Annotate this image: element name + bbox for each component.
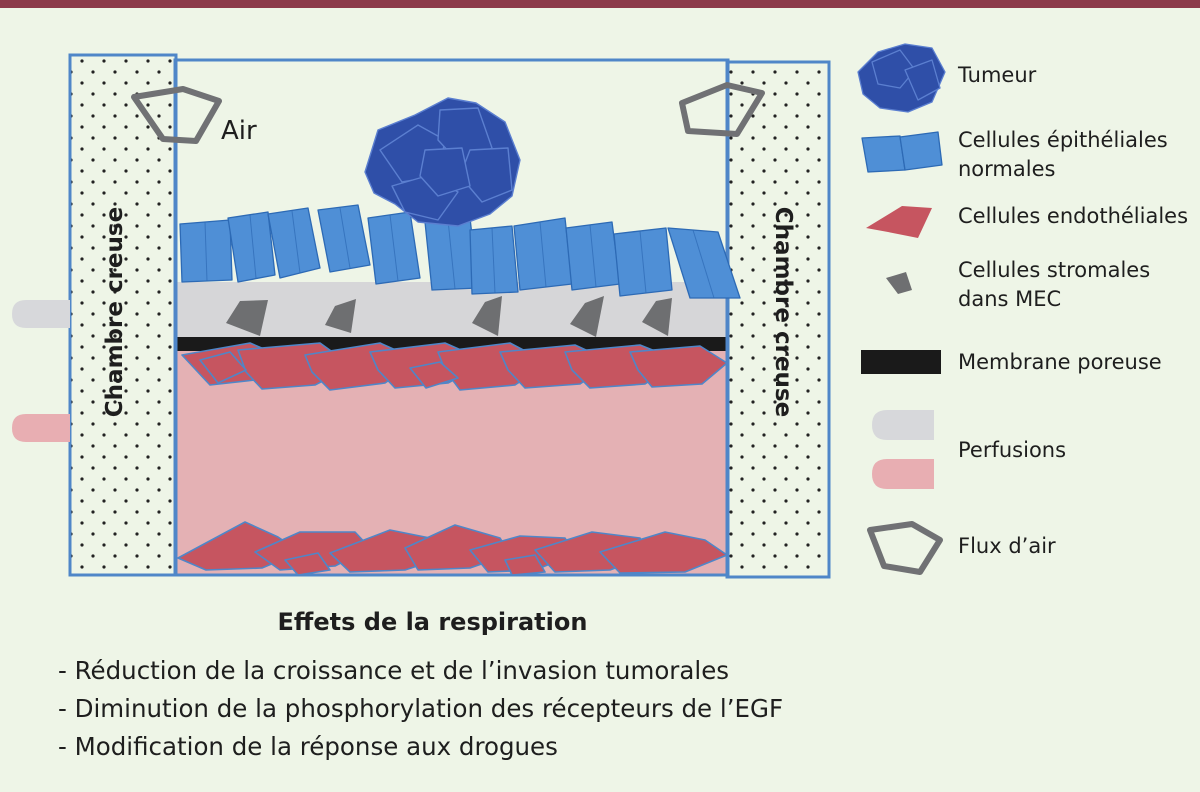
effect-item: - Modification de la réponse aux drogues xyxy=(58,732,558,761)
effects-list: - Réduction de la croissance et de l’inv… xyxy=(58,652,783,766)
left-chamber-label: Chambre creuse xyxy=(102,207,128,417)
legend-endothelial-label: Cellules endothéliales xyxy=(958,204,1189,228)
stromal-cells xyxy=(226,296,672,337)
endothelial-cells-top xyxy=(181,342,728,391)
legend-endothelial-icon xyxy=(866,206,932,238)
perfusion-tube-gray xyxy=(12,300,70,328)
legend-tumor-label: Tumeur xyxy=(958,63,1037,87)
legend-perfusion-gray-icon xyxy=(872,410,934,440)
legend-membrane-icon xyxy=(861,350,941,374)
legend-epithelial-label: Cellules épithéliales normales xyxy=(958,126,1168,184)
airflow-icon-right xyxy=(679,82,765,137)
legend-airflow-label: Flux d’air xyxy=(958,534,1056,558)
legend-epithelial-icon xyxy=(861,131,943,173)
endothelial-cells-bottom xyxy=(177,521,728,576)
airflow-icon-left xyxy=(131,86,222,144)
effect-item: - Diminution de la phosphorylation des r… xyxy=(58,694,784,723)
perfusion-tube-pink xyxy=(12,414,70,442)
effect-item: - Réduction de la croissance et de l’inv… xyxy=(58,656,730,685)
legend-epithelial-line-1: Cellules épithéliales xyxy=(958,128,1168,152)
legend-membrane-label: Membrane poreuse xyxy=(958,350,1162,374)
tumor xyxy=(364,97,521,227)
legend-stromal-line-1: Cellules stromales xyxy=(958,258,1151,282)
effects-title: Effets de la respiration xyxy=(277,608,588,636)
legend-perfusion-pink-icon xyxy=(872,459,934,489)
top-accent-bar xyxy=(0,0,1200,8)
legend-tumor-icon xyxy=(857,43,946,113)
epithelial-cell-divisions xyxy=(204,207,715,299)
legend-stromal-icon xyxy=(886,272,912,294)
air-label: Air xyxy=(221,116,257,146)
legend-stromal-line-2: dans MEC xyxy=(958,287,1062,311)
right-hollow-chamber xyxy=(725,60,831,579)
left-hollow-chamber xyxy=(68,53,178,577)
legend-stromal-label: Cellules stromales dans MEC xyxy=(958,256,1150,314)
legend-airflow-icon xyxy=(867,521,943,575)
right-chamber-label: Chambre creuse xyxy=(770,207,796,417)
legend-epithelial-line-2: normales xyxy=(958,157,1056,181)
central-chamber-frame xyxy=(173,58,730,577)
legend-perfusions-label: Perfusions xyxy=(958,438,1067,462)
